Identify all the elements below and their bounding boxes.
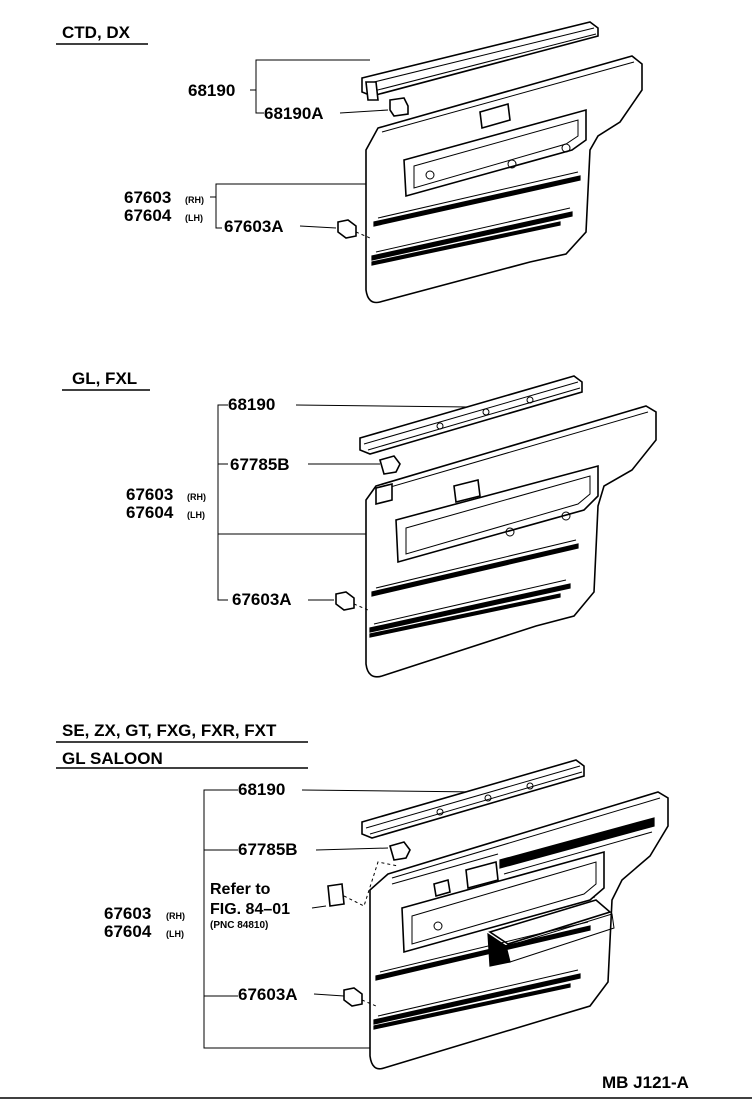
leader-68190-branch: [255, 90, 264, 114]
label-67603A: 67603A: [232, 590, 292, 609]
leader-67785B: [315, 847, 389, 851]
label-67785B: 67785B: [230, 455, 290, 474]
label-67603-suffix: (RH): [166, 911, 185, 921]
clip-67603A: [343, 987, 377, 1007]
leader-67603A: [313, 993, 345, 997]
label-68190A: 68190A: [264, 104, 324, 123]
weatherstrip-68190: [359, 375, 583, 455]
section-2: GL, FXL 68190 67785B 67603 (RH) 67604 (L…: [62, 369, 657, 678]
leader-68190: [301, 789, 481, 793]
weatherstrip-68190: [361, 21, 599, 101]
label-67603-suffix: (RH): [185, 195, 204, 205]
door-trim-board-1: [365, 55, 643, 304]
leader-68190: [295, 404, 471, 408]
section-1-header: CTD, DX: [62, 23, 131, 42]
section-2-header: GL, FXL: [72, 369, 137, 388]
label-67603: 67603: [126, 485, 173, 504]
label-68190: 68190: [188, 81, 235, 100]
clip-68190A: [389, 97, 409, 117]
leader-67603-branch: [215, 197, 222, 229]
leader-refer: [311, 905, 327, 909]
label-67604-suffix: (LH): [187, 510, 205, 520]
section-3: SE, ZX, GT, FXG, FXR, FXT GL SALOON 6819…: [56, 721, 669, 1070]
leader-67603A: [299, 225, 337, 229]
section-3-header-line-1: SE, ZX, GT, FXG, FXR, FXT: [62, 721, 277, 740]
label-67604-suffix: (LH): [185, 213, 203, 223]
weatherstrip-68190: [361, 759, 585, 839]
switch-panel-ref: [327, 883, 345, 907]
label-67604: 67604: [126, 503, 174, 522]
bracket-section-2: [217, 404, 228, 601]
clip-67603A: [337, 219, 371, 239]
label-68190: 68190: [228, 395, 275, 414]
label-67604: 67604: [104, 922, 152, 941]
label-67603: 67603: [104, 904, 151, 923]
leader-68190: [250, 59, 370, 91]
refer-line-1: Refer to: [210, 881, 271, 898]
refer-line-2: FIG. 84–01: [210, 901, 290, 918]
label-67603: 67603: [124, 188, 171, 207]
section-3-header-line-2: GL SALOON: [62, 749, 163, 768]
refer-line-3: (PNC 84810): [210, 920, 268, 931]
clip-67785B: [379, 455, 401, 475]
clip-67785B: [389, 841, 411, 861]
door-trim-board-3: [369, 791, 669, 1070]
label-67785B: 67785B: [238, 840, 298, 859]
clip-67603A: [335, 591, 369, 611]
label-67603A: 67603A: [238, 985, 298, 1004]
figure-code: MB J121-A: [602, 1073, 689, 1092]
label-67603A: 67603A: [224, 217, 284, 236]
bracket-section-3: [203, 789, 370, 1049]
leader-68190A: [339, 109, 389, 114]
label-68190: 68190: [238, 780, 285, 799]
door-trim-board-2: [365, 405, 657, 678]
label-67604-suffix: (LH): [166, 929, 184, 939]
label-67604: 67604: [124, 206, 172, 225]
section-1: CTD, DX 68190 68190A 67603 (RH) 67604 (L…: [56, 21, 643, 304]
leader-67603: [210, 183, 370, 198]
label-67603-suffix: (RH): [187, 492, 206, 502]
